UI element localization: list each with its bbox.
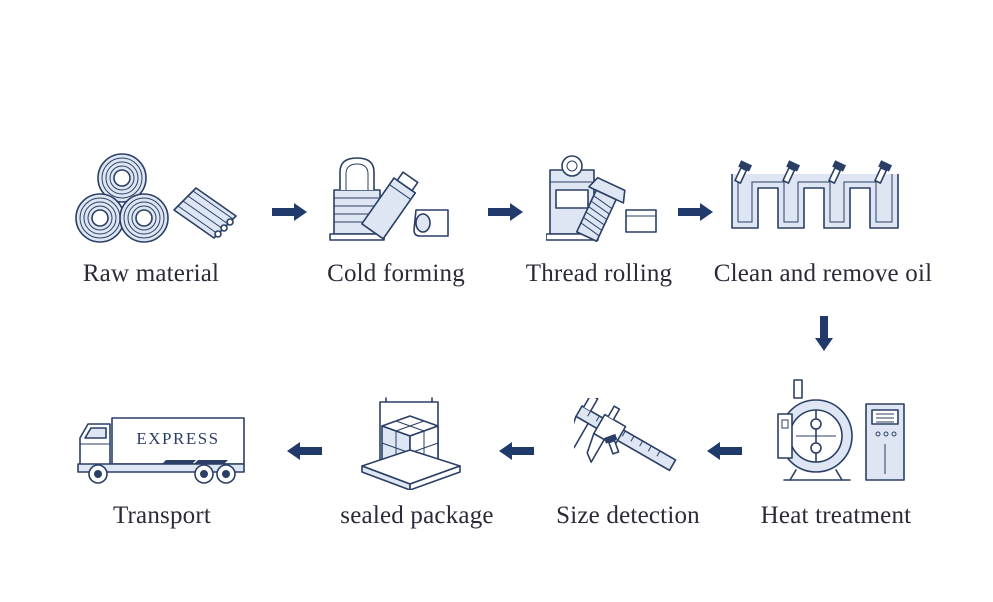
arrow-right-icon	[678, 203, 713, 221]
arrow-left-icon	[287, 442, 322, 460]
express-truck-icon: EXPRESS	[77, 417, 245, 484]
step-label-thread-rolling: Thread rolling	[525, 260, 673, 287]
cold-forming-press-icon	[329, 157, 449, 241]
cleaning-tank-icon	[731, 160, 899, 229]
arrow-down-icon	[815, 316, 833, 351]
package-pallet-icon	[361, 397, 461, 490]
arrow-left-icon	[499, 442, 534, 460]
arrow-right-icon	[488, 203, 523, 221]
step-label-transport: Transport	[112, 502, 212, 529]
thread-rolling-machine-icon	[546, 155, 657, 243]
caliper-icon	[574, 398, 677, 472]
step-label-clean-and-remove-oil: Clean and remove oil	[713, 260, 933, 287]
wire-coils-and-rods-icon	[75, 153, 237, 243]
step-label-size-detection: Size detection	[556, 502, 700, 529]
step-label-sealed-package: sealed package	[340, 502, 494, 529]
heat-treatment-furnace-icon	[777, 379, 905, 481]
step-label-cold-forming: Cold forming	[327, 260, 465, 287]
step-label-heat-treatment: Heat treatment	[760, 502, 912, 529]
arrow-left-icon	[707, 442, 742, 460]
truck-express-text: EXPRESS	[136, 429, 219, 448]
arrow-right-icon	[272, 203, 307, 221]
step-label-raw-material: Raw material	[82, 260, 220, 287]
